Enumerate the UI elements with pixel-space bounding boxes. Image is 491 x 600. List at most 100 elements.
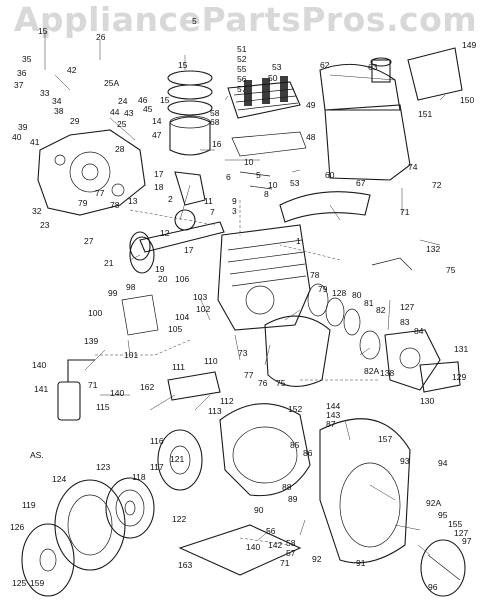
part-label: 159 [30, 578, 44, 588]
part-label: 141 [34, 384, 48, 394]
part-label: 9 [232, 196, 237, 206]
part-label: 27 [84, 236, 94, 246]
part-label: 121 [170, 454, 184, 464]
part-label: 84 [414, 326, 424, 336]
part-label: 75 [276, 378, 286, 388]
leader-lines [44, 32, 446, 556]
rewind-plate-part [420, 539, 466, 597]
part-label: 5 [192, 16, 197, 26]
part-label: 50 [268, 73, 278, 83]
part-label: 79 [318, 284, 328, 294]
part-label: 67 [356, 178, 366, 188]
part-label: 144 [326, 401, 340, 411]
part-label: 119 [22, 500, 36, 510]
part-label: 110 [204, 356, 218, 366]
part-label: 60 [325, 170, 335, 180]
part-label: 53 [272, 62, 282, 72]
part-label: 18 [154, 182, 164, 192]
part-label: 56 [237, 74, 247, 84]
part-label: 163 [178, 560, 192, 570]
part-label: 106 [175, 274, 189, 284]
part-label: 11 [204, 196, 213, 206]
part-label: 155 [448, 519, 462, 529]
part-label: 71 [88, 380, 98, 390]
part-label: 92 [312, 554, 322, 564]
part-label: 83 [400, 317, 410, 327]
blower-housing-part [219, 403, 311, 497]
part-label: 17 [184, 245, 194, 255]
part-label: 25A [104, 78, 119, 88]
part-label: 20 [158, 274, 168, 284]
part-label: 149 [462, 40, 476, 50]
part-label: 15 [178, 60, 188, 70]
part-label: 128 [332, 288, 346, 298]
part-label: 14 [152, 116, 162, 126]
part-label: 115 [96, 402, 110, 412]
part-label: 93 [400, 456, 410, 466]
part-label: 62 [320, 60, 330, 70]
part-label: 26 [96, 32, 106, 42]
part-label: 104 [175, 312, 189, 322]
part-label: 47 [152, 130, 162, 140]
part-label: 15 [160, 95, 170, 105]
cylinder-block-part [217, 224, 311, 331]
fuel-tank-part [324, 104, 411, 181]
part-label: 82A [364, 366, 379, 376]
part-label: 118 [132, 472, 146, 482]
part-label: 140 [110, 388, 124, 398]
part-label: 33 [40, 88, 50, 98]
piston-part [169, 116, 211, 156]
part-label: 162 [140, 382, 154, 392]
part-label: 42 [67, 65, 77, 75]
part-label: 90 [254, 505, 264, 515]
part-label: 1 [296, 236, 301, 246]
part-label: 99 [108, 288, 118, 298]
part-label: 72 [432, 180, 442, 190]
part-label: 53 [290, 178, 300, 188]
part-label: 92A [426, 498, 441, 508]
part-label: 6 [226, 172, 231, 182]
part-label: 101 [124, 350, 138, 360]
part-label: 123 [96, 462, 110, 472]
part-label: 151 [418, 109, 432, 119]
part-label: 75 [446, 265, 456, 275]
part-labels: 15 5 26 25A 35 42 36 37 33 34 38 39 40 4… [10, 16, 476, 592]
part-label: 56 [266, 526, 276, 536]
part-label: 3 [232, 206, 237, 216]
part-label: 58 [286, 538, 296, 548]
part-label: 130 [420, 396, 434, 406]
part-label: 100 [88, 308, 102, 318]
part-label: 43 [124, 108, 134, 118]
part-label: 125 [12, 578, 26, 588]
shroud-part [319, 63, 401, 111]
part-label: 143 [326, 410, 340, 420]
part-label: 142 [268, 540, 282, 550]
muffler-part [57, 381, 81, 421]
part-label: 94 [438, 458, 448, 468]
part-label: 122 [172, 514, 186, 524]
part-label: 24 [118, 96, 128, 106]
part-label: 82 [376, 305, 386, 315]
part-label: 91 [356, 558, 366, 568]
part-label: 52 [237, 54, 247, 64]
part-label: 152 [288, 404, 302, 414]
part-label: 102 [196, 304, 210, 314]
part-label: 10 [268, 180, 278, 190]
part-label: 96 [428, 582, 438, 592]
part-label: 80 [352, 290, 362, 300]
part-label: 127 [454, 528, 468, 538]
part-label: 35 [22, 54, 32, 64]
part-label: 113 [208, 406, 222, 416]
part-label: 105 [168, 324, 182, 334]
part-label: 15 [38, 26, 48, 36]
part-label: 36 [17, 68, 27, 78]
part-label: 79 [78, 198, 88, 208]
part-label: 116 [150, 436, 164, 446]
carburetor-part [384, 329, 441, 391]
part-label: AS. [30, 450, 44, 460]
part-label: 76 [258, 378, 268, 388]
part-label: 48 [306, 132, 316, 142]
part-label: 95 [438, 510, 448, 520]
part-label: 19 [155, 264, 165, 274]
